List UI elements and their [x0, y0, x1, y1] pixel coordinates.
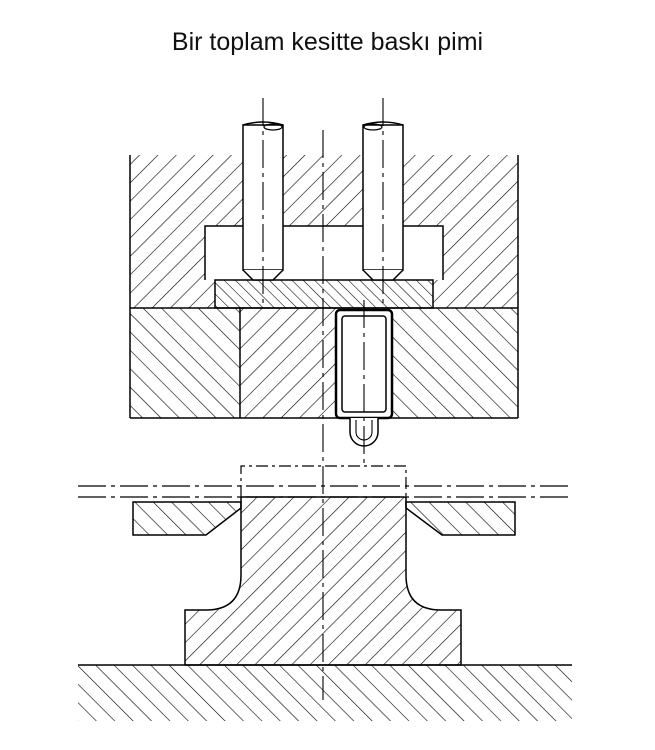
pressure-plate: [214, 279, 434, 309]
strip-level-lines: [78, 485, 572, 498]
base-plate: [78, 664, 572, 721]
lower-die-wings: [132, 501, 516, 536]
center-lines: [262, 98, 384, 700]
upper-die-block: [129, 155, 519, 308]
workpiece-phantom-outline: [240, 465, 407, 497]
die-plate: [129, 307, 519, 419]
diagram-title: Bir toplam kesitte baskı pimi: [171, 28, 484, 56]
